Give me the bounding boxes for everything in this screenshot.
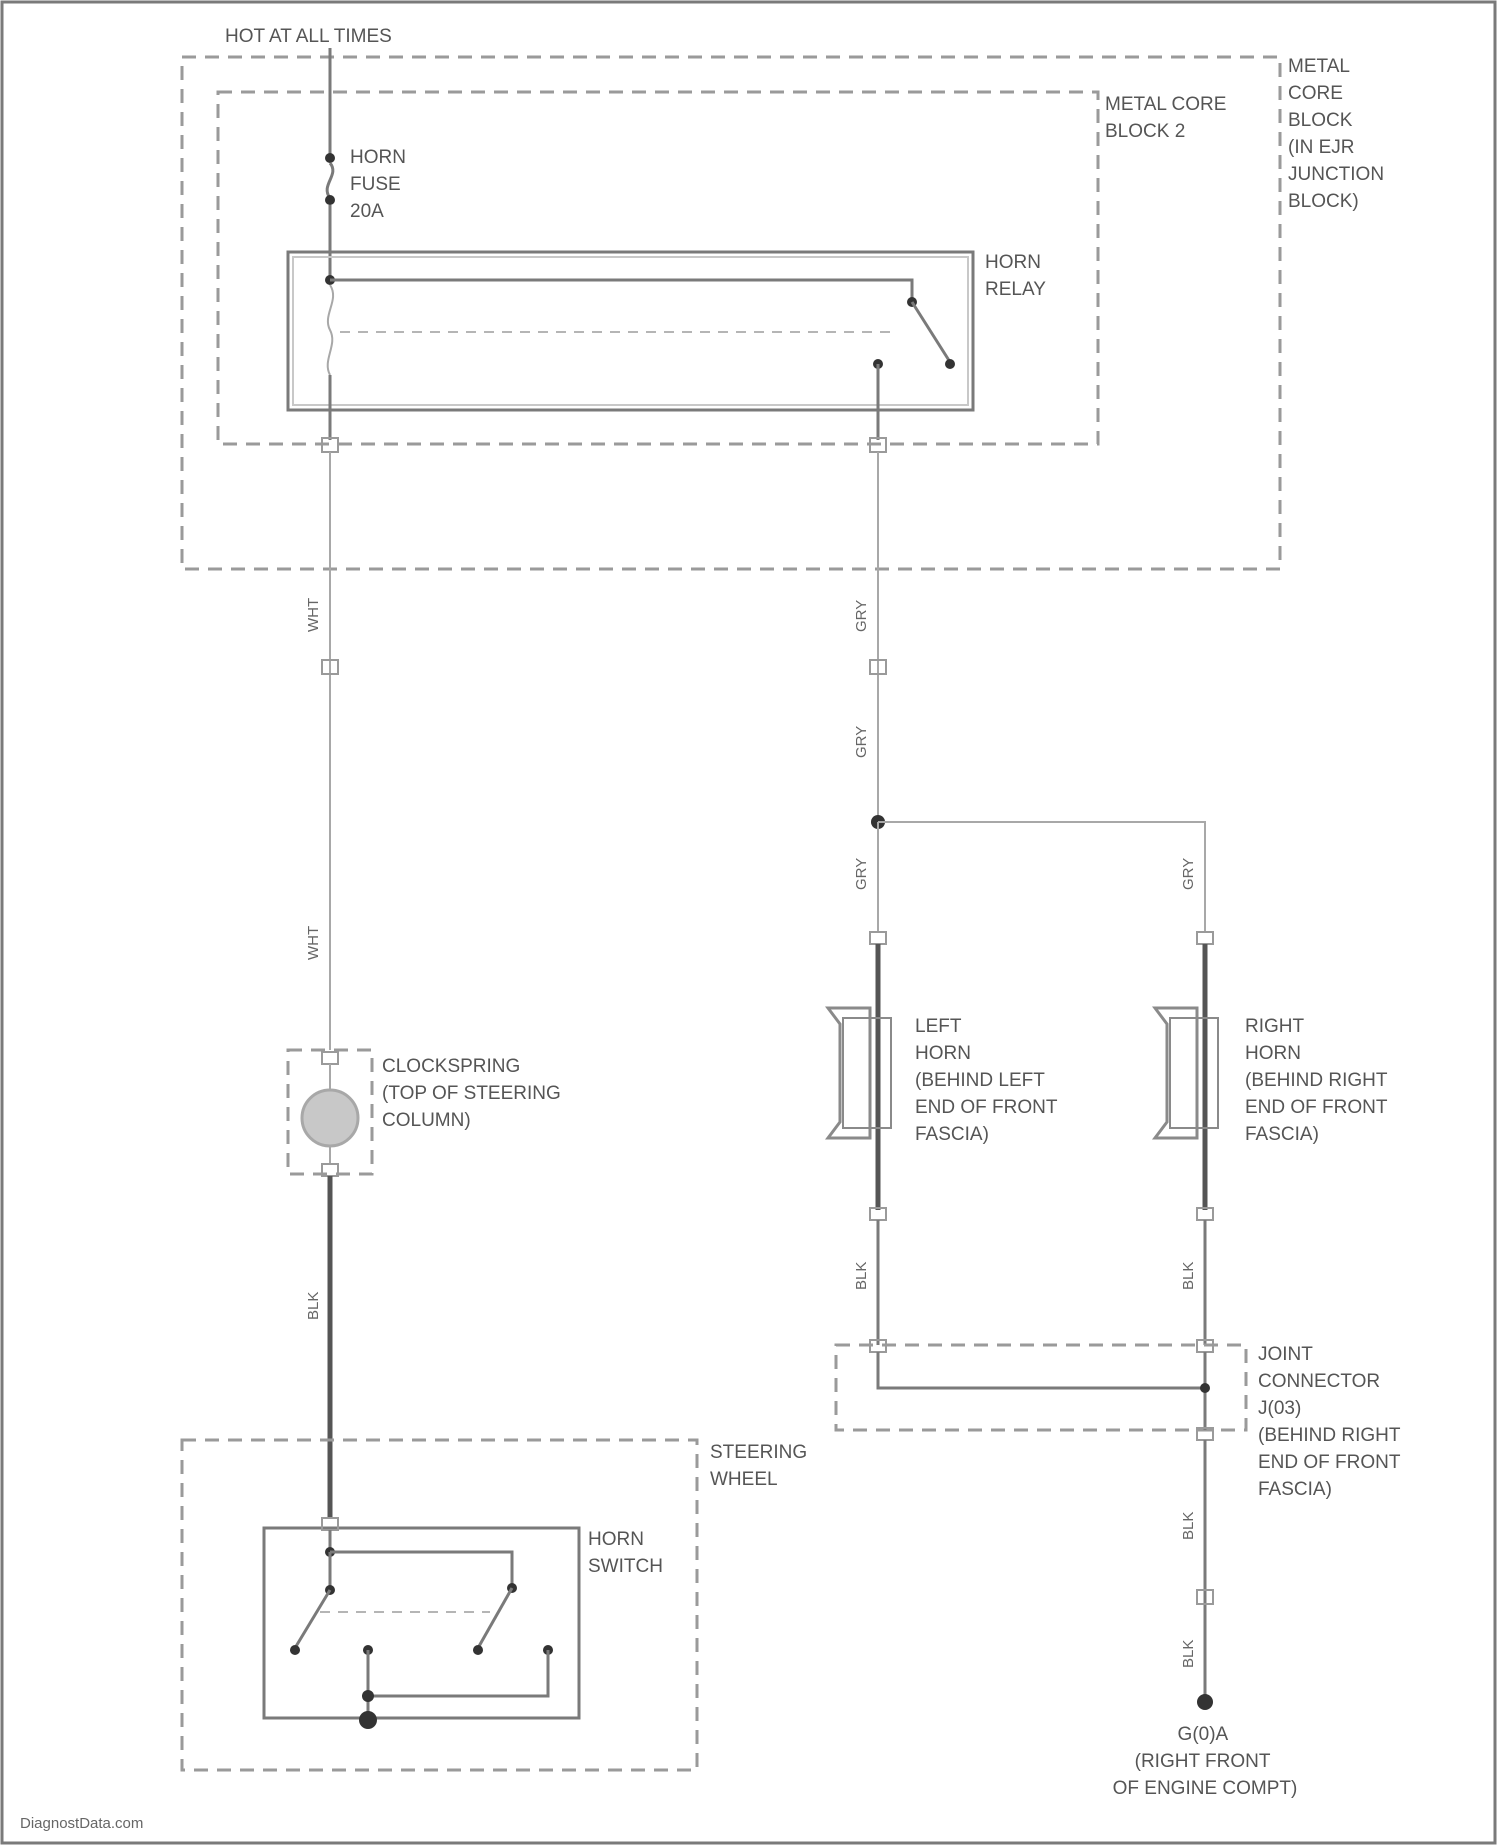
wire-color-gry-3: GRY	[853, 858, 870, 890]
horn-switch-label: HORN SWITCH	[588, 1529, 663, 1577]
left-horn-connector-top	[870, 932, 886, 944]
horn-fuse-label: HORN FUSE 20A	[350, 147, 411, 222]
steering-wheel-label: STEERING WHEEL	[710, 1442, 812, 1490]
right-horn-connector-top	[1197, 932, 1213, 944]
wire-color-wht-1: WHT	[305, 598, 322, 632]
wire-color-blk-3: BLK	[1180, 1512, 1197, 1540]
clockspring-pin-top	[322, 1052, 338, 1064]
wire-color-wht-2: WHT	[305, 926, 322, 960]
clockspring-icon	[302, 1090, 358, 1146]
horn-switch-bus	[330, 1552, 512, 1586]
left-horn-body	[843, 1018, 891, 1128]
switch-a-arm	[295, 1590, 330, 1648]
power-source-label: HOT AT ALL TIMES	[225, 26, 392, 47]
wire-color-blk-1: BLK	[853, 1262, 870, 1290]
wire-color-blk-5: BLK	[305, 1292, 322, 1320]
joint-connector-label: JOINT CONNECTOR J(03) (BEHIND RIGHT END …	[1258, 1344, 1405, 1500]
switch-ground-node	[362, 1690, 374, 1702]
relay-coil	[328, 285, 333, 375]
metal-core-block-2-label: METAL CORE BLOCK 2	[1105, 94, 1232, 142]
wire-color-blk-2: BLK	[1180, 1262, 1197, 1290]
joint-connector-bus	[878, 1352, 1205, 1388]
right-horn-feed-wire	[878, 822, 1205, 932]
watermark: DiagnostData.com	[20, 1815, 143, 1832]
horn-relay-label: HORN RELAY	[985, 252, 1046, 300]
ground-label: G(0)A (RIGHT FRONT OF ENGINE COMPT)	[1113, 1724, 1298, 1799]
relay-contact-supply	[330, 280, 912, 300]
wire-color-blk-4: BLK	[1180, 1640, 1197, 1668]
relay-contact-arm	[912, 302, 950, 362]
wire-color-gry-2: GRY	[853, 726, 870, 758]
steering-wheel-outline	[182, 1440, 697, 1770]
fuse-terminal-bottom	[325, 195, 335, 205]
metal-core-block-2-outline	[218, 92, 1098, 444]
switch-a-end	[290, 1645, 300, 1655]
switch-ground-lead-b	[368, 1650, 548, 1696]
ground-symbol	[1197, 1694, 1213, 1710]
right-horn-symbol	[1155, 1008, 1197, 1138]
left-horn-symbol	[828, 1008, 870, 1138]
wire-color-gry-1: GRY	[853, 600, 870, 632]
horn-fuse-symbol	[327, 163, 333, 198]
switch-b-arm	[478, 1588, 512, 1648]
switch-ground-symbol	[359, 1711, 377, 1729]
right-horn-label: RIGHT HORN (BEHIND RIGHT END OF FRONT FA…	[1245, 1016, 1392, 1145]
left-horn-label: LEFT HORN (BEHIND LEFT END OF FRONT FASC…	[915, 1016, 1062, 1145]
fuse-terminal-top	[325, 153, 335, 163]
right-horn-body	[1170, 1018, 1218, 1128]
relay-contact-end	[945, 359, 955, 369]
metal-core-block-label: METAL CORE BLOCK (IN EJR JUNCTION BLOCK)	[1288, 56, 1389, 212]
joint-connector-splice	[1200, 1383, 1210, 1393]
clockspring-label: CLOCKSPRING (TOP OF STEERING COLUMN)	[382, 1056, 566, 1131]
switch-b-end	[473, 1645, 483, 1655]
wire-color-gry-4: GRY	[1180, 858, 1197, 890]
